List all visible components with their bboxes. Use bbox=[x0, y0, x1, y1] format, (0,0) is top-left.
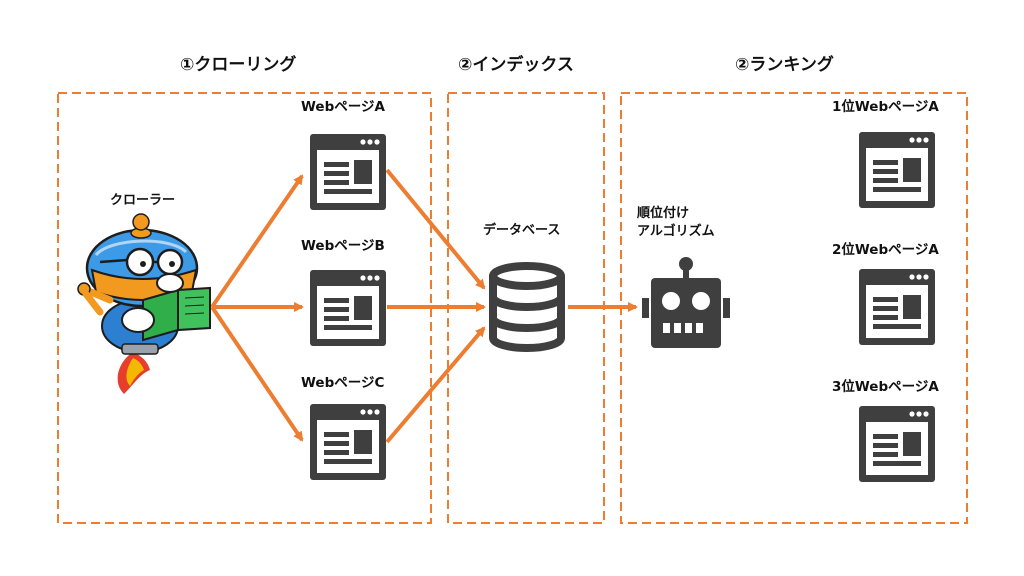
rank-3-label: 3位WebページA bbox=[832, 379, 939, 395]
crawler-character-icon bbox=[77, 213, 211, 394]
browser-window-icon bbox=[310, 404, 386, 480]
browser-window-icon bbox=[310, 134, 386, 210]
arrow-page-a-to-db bbox=[385, 168, 486, 290]
arrow-crawler-to-page-c bbox=[210, 305, 304, 442]
algorithm-label-line2: アルゴリズム bbox=[637, 224, 715, 239]
web-page-b-label: WebページB bbox=[301, 238, 385, 254]
browser-window-icon bbox=[859, 406, 935, 482]
database-icon bbox=[489, 262, 565, 352]
crawler-label: クローラー bbox=[110, 193, 176, 208]
crawling-section-title: ①クローリング bbox=[180, 55, 297, 75]
web-page-a-label: WebページA bbox=[301, 99, 385, 115]
web-page-c-label: WebページC bbox=[301, 375, 385, 391]
browser-window-icon bbox=[859, 269, 935, 345]
robot-icon bbox=[642, 257, 730, 348]
browser-window-icon bbox=[859, 132, 935, 208]
rank-2-label: 2位WebページA bbox=[832, 242, 939, 258]
arrow-page-c-to-db bbox=[385, 326, 486, 444]
database-label: データベース bbox=[483, 223, 561, 238]
browser-window-icon bbox=[310, 270, 386, 346]
index-section-title: ②インデックス bbox=[458, 55, 574, 75]
algorithm-label-line1: 順位付け bbox=[637, 206, 690, 221]
ranking-section-title: ②ランキング bbox=[735, 55, 834, 75]
rank-1-label: 1位WebページA bbox=[832, 99, 939, 115]
arrow-crawler-to-page-a bbox=[210, 174, 304, 309]
